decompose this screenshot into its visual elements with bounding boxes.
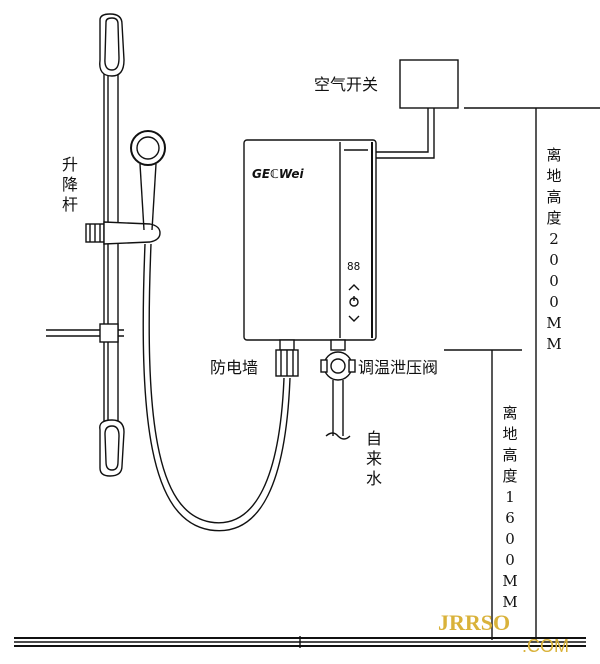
- lift-rod-label-3: 杆: [62, 195, 78, 214]
- water-heater: [243, 139, 377, 341]
- v2000-char: 0: [549, 272, 559, 290]
- watermark-suffix: .COM: [522, 636, 569, 656]
- watermark-main: JRRSO: [438, 610, 510, 635]
- floor-line: [14, 636, 586, 648]
- height-dimension-2000: [464, 107, 600, 640]
- v2000-char: 高: [546, 188, 561, 206]
- v1600-char: 6: [505, 509, 515, 527]
- anti-shock-wall-label: 防电墙: [210, 358, 258, 377]
- v2000-char: 地: [546, 167, 561, 185]
- v1600-char: 离: [502, 404, 517, 422]
- control-panel: [348, 284, 360, 322]
- temp-valve-label: 调温泄压阀: [358, 358, 438, 377]
- v2000-char: M: [546, 335, 561, 353]
- v1600-char: 0: [505, 551, 515, 569]
- v1600-char: 高: [502, 446, 517, 464]
- anti-shock-fitting: [275, 339, 299, 377]
- v2000-char: 度: [546, 209, 561, 227]
- relief-valve: [320, 339, 356, 440]
- shower-hose: [142, 243, 291, 532]
- v1600-char: M: [502, 593, 517, 611]
- v1600-char: 地: [502, 425, 517, 443]
- air-switch-label: 空气开关: [314, 75, 378, 94]
- shower-holder: [85, 221, 161, 245]
- height-dimension-1600: [444, 349, 522, 640]
- v1600-char: 1: [505, 488, 515, 506]
- lift-rod: [99, 13, 125, 477]
- v1600-char: 0: [505, 530, 515, 548]
- lift-rod-label-1: 升: [62, 155, 78, 174]
- tap-water-label-2: 来: [366, 449, 382, 468]
- temperature-display: 88: [347, 260, 360, 273]
- v2000-char: 2: [549, 230, 559, 248]
- v2000-char: M: [546, 314, 561, 332]
- tap-water-label-3: 水: [366, 469, 382, 488]
- v2000-char: 0: [549, 251, 559, 269]
- tap-water-label-1: 自: [366, 429, 382, 448]
- v2000-char: 0: [549, 293, 559, 311]
- brand-logo: GEℂWei: [252, 167, 304, 181]
- v1600-char: 度: [502, 467, 517, 485]
- watermark: JRRSO .COM: [438, 610, 569, 656]
- soap-tray: [46, 323, 124, 343]
- lift-rod-label-2: 降: [62, 175, 78, 194]
- shower-head: [130, 130, 166, 231]
- v1600-char: M: [502, 572, 517, 590]
- v2000-char: 离: [546, 146, 561, 164]
- air-switch: [376, 59, 459, 159]
